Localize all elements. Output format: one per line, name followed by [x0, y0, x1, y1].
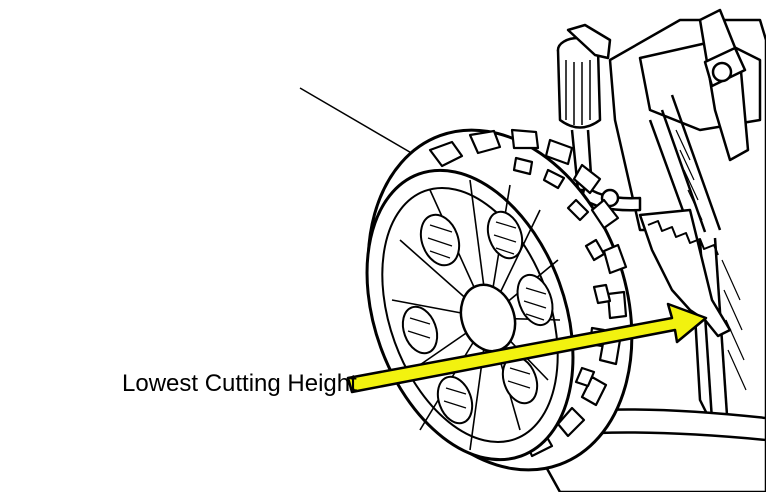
callout-arrow: [346, 302, 708, 394]
height-selector: [638, 208, 732, 338]
rear-wheel: [365, 128, 634, 472]
mower-frame: [518, 8, 766, 492]
height-adjust-lever: [556, 23, 642, 212]
callout-label: Lowest Cutting Height: [122, 370, 357, 397]
leader-line: [299, 87, 421, 159]
